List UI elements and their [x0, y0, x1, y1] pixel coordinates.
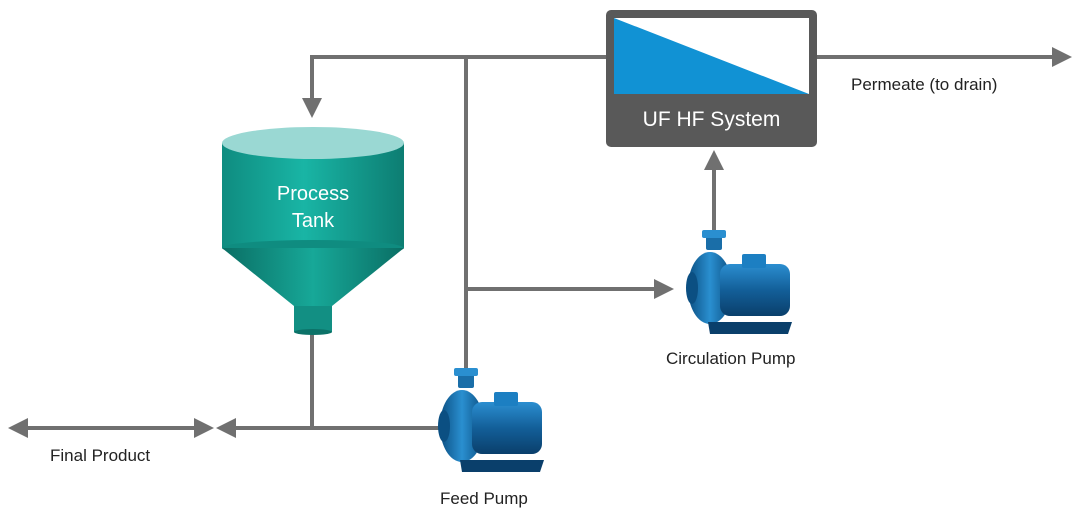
feed-pump-label: Feed Pump: [440, 489, 528, 508]
uf-hf-system: [606, 10, 817, 147]
tank-label-line2: Tank: [291, 210, 335, 232]
process-tank: [222, 127, 404, 335]
return-line-to-tank: [302, 55, 608, 118]
tank-label-line1: Process: [276, 183, 350, 205]
membrane-icon: [614, 18, 809, 94]
system-label: UF HF System: [642, 108, 781, 131]
permeate-label: Permeate (to drain): [851, 75, 998, 94]
circulation-pump-icon: [686, 230, 792, 334]
final-product-label: Final Product: [50, 446, 151, 465]
feed-pump-icon: [438, 368, 544, 472]
pipes: [8, 47, 1072, 438]
circulation-pump-label: Circulation Pump: [666, 349, 796, 368]
